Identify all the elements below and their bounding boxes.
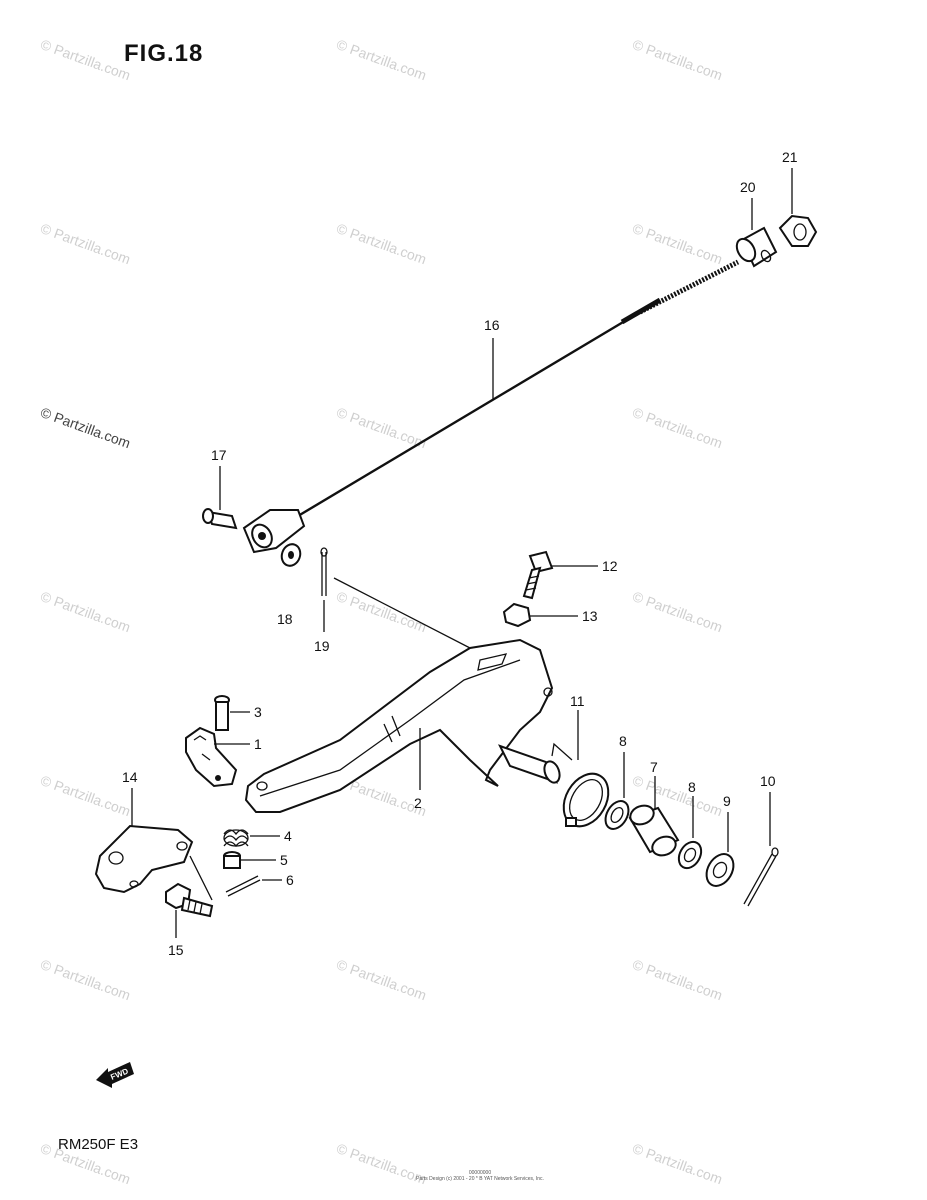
part-14-bracket[interactable] (94, 824, 194, 894)
figure-title: FIG.18 (124, 40, 204, 67)
part-12-bolt[interactable] (522, 550, 554, 600)
part-16-brake-rod[interactable] (242, 259, 740, 554)
callout-15: 15 (168, 942, 184, 958)
part-17-clevis-pin[interactable] (202, 508, 238, 530)
part-2-brake-pedal[interactable] (244, 638, 562, 813)
footer-text: Parts Design (c) 2001 - 20 * B YAT Netwo… (416, 1176, 544, 1182)
part-8-washer[interactable] (601, 797, 633, 833)
part-1-pedal-tip[interactable] (185, 726, 238, 788)
assembly-line (333, 577, 471, 649)
part-10-cotter-pin[interactable] (743, 847, 779, 907)
footer-copyright: 00000000 Parts Design (c) 2001 - 20 * B … (400, 1170, 560, 1182)
part-9-washer[interactable] (701, 849, 739, 890)
callout-1: 1 (254, 736, 262, 752)
callout-2: 2 (414, 795, 422, 811)
part-20-joint[interactable] (733, 226, 778, 268)
part-21-nut[interactable] (778, 214, 818, 247)
callout-5: 5 (280, 852, 288, 868)
callout-12: 12 (602, 558, 618, 574)
forward-arrow-icon: FWD (94, 1058, 138, 1093)
part-18-washer[interactable] (279, 542, 303, 569)
callout-10: 10 (760, 773, 776, 789)
part-19-cotter-pin[interactable] (320, 547, 328, 632)
callout-19: 19 (314, 638, 330, 654)
part-8-washer-2[interactable] (674, 838, 705, 872)
model-code: RM250F E3 (58, 1136, 139, 1153)
callout-4: 4 (284, 828, 292, 844)
callout-3: 3 (254, 704, 262, 720)
callout-21: 21 (782, 149, 798, 165)
part-5-collar[interactable] (223, 851, 241, 869)
callout-13: 13 (582, 608, 598, 624)
part-7-collar[interactable] (628, 802, 680, 858)
callout-18: 18 (277, 611, 293, 627)
part-13-nut[interactable] (502, 602, 532, 628)
part-11-return-spring[interactable] (551, 742, 617, 834)
part-6-cotter-pin[interactable] (225, 875, 261, 897)
callout-14: 14 (122, 769, 138, 785)
part-3-pin[interactable] (214, 695, 230, 731)
footer-id: 00000000 (468, 1170, 492, 1176)
assembly-line-14 (189, 855, 213, 901)
callout-7: 7 (650, 759, 658, 775)
callout-11: 11 (570, 693, 585, 709)
callout-8a: 8 (619, 733, 627, 749)
part-4-spring[interactable] (223, 829, 249, 848)
part-15-bolt[interactable] (165, 882, 214, 918)
callout-16: 16 (484, 317, 500, 333)
callout-9: 9 (723, 793, 731, 809)
callout-6: 6 (286, 872, 294, 888)
callout-20: 20 (740, 179, 756, 195)
callout-17: 17 (211, 447, 227, 463)
callout-8b: 8 (688, 779, 696, 795)
